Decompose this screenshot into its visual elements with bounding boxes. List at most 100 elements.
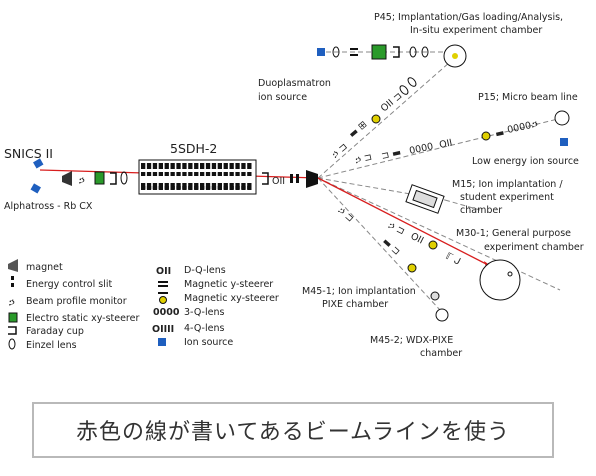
svg-text:ℾ ᒍ: ℾ ᒍ xyxy=(444,251,463,268)
accelerator-segment xyxy=(146,186,152,190)
ion-source-icon xyxy=(33,158,44,169)
label-low-energy: Low energy ion source xyxy=(472,156,579,167)
legend: ኃ magnet Energy control slit Beam profil… xyxy=(8,259,279,351)
accelerator-segment xyxy=(141,163,146,169)
svg-text:ኃ ⊐: ኃ ⊐ xyxy=(336,205,356,224)
label-m45-1: M45-1; Ion implantation xyxy=(302,286,416,297)
accelerator-segment xyxy=(158,172,163,176)
caption-text: 赤色の線が書いてあるビームラインを使う xyxy=(76,420,510,445)
faraday-cup-icon xyxy=(262,172,269,185)
magnet-icon xyxy=(62,171,72,186)
legend-beam-profile-monitor-icon: ኃ xyxy=(9,297,15,308)
svg-text:OII ⊐: OII ⊐ xyxy=(379,90,405,114)
legend-label-dq: D-Q-lens xyxy=(184,265,226,276)
label-snics: SNICS II xyxy=(4,146,53,161)
accelerator-segment xyxy=(194,186,199,190)
svg-text:▬ ⊐: ▬ ⊐ xyxy=(380,236,402,258)
accelerator-segment xyxy=(158,186,163,190)
label-m45-1-sub: PIXE chamber xyxy=(322,299,388,310)
accelerator-segment xyxy=(200,163,205,169)
label-m15: M15; Ion implantation / xyxy=(452,179,563,190)
beamline-m45 xyxy=(317,177,441,311)
legend-magnet-icon xyxy=(8,259,18,272)
label-m15-sub1: student experiment xyxy=(460,192,554,203)
svg-text:⊐ ▬: ⊐ ▬ xyxy=(380,147,402,162)
accelerator-segment xyxy=(235,172,240,176)
legend-label-4q: 4-Q-lens xyxy=(184,323,224,334)
caption-box: 赤色の線が書いてあるビームラインを使う xyxy=(32,402,554,458)
accelerator-segment xyxy=(235,163,240,169)
label-m30-sub: experiment chamber xyxy=(484,242,584,253)
accelerator-segment xyxy=(211,163,217,169)
faraday-cup-icon xyxy=(110,172,117,185)
beam-profile-monitor-icon: ኃ xyxy=(79,175,85,186)
svg-text:ኃ ⊐: ኃ ⊐ xyxy=(387,220,407,237)
ion-source-icon xyxy=(317,48,325,56)
accelerator-segment xyxy=(146,172,152,176)
accelerator-segment xyxy=(164,186,169,190)
accelerator-segment xyxy=(176,186,181,190)
accelerator-segment xyxy=(182,163,187,169)
electrostatic-steerer-icon xyxy=(371,44,387,60)
legend-ion-source-icon xyxy=(158,338,166,346)
accelerator-segment xyxy=(217,163,222,169)
legend-label-electrostatic: Electro static xy-steerer xyxy=(26,313,139,324)
faraday-cup-icon xyxy=(393,46,400,58)
magnetic-y-steerer-icon xyxy=(350,48,358,50)
accelerator-segment xyxy=(182,172,187,176)
highlighted-beamline xyxy=(39,169,495,270)
einzel-lens-icon xyxy=(409,46,417,58)
accelerator-segment xyxy=(170,163,175,169)
switching-magnet-icon xyxy=(306,170,318,188)
legend-4-q-lens-icon: OIIII xyxy=(152,324,174,335)
label-p45: P45; Implantation/Gas loading/Analysis, xyxy=(374,12,563,23)
svg-text:OII: OII xyxy=(409,231,426,247)
accelerator-segment xyxy=(205,172,211,176)
accelerator-segment xyxy=(182,186,187,190)
accelerator-segment xyxy=(188,172,193,176)
m30-chamber-icon xyxy=(479,259,521,301)
label-m15-sub2: chamber xyxy=(460,205,502,216)
accelerator-segment xyxy=(146,163,152,169)
accelerator-segment xyxy=(241,163,246,169)
label-m45-2: M45-2; WDX-PIXE xyxy=(370,335,453,346)
accelerator-segment xyxy=(164,172,169,176)
svg-text:0000: 0000 xyxy=(506,120,532,136)
accelerator-segment xyxy=(223,172,228,176)
accelerator-segment xyxy=(229,186,234,190)
accelerator-segment xyxy=(211,186,217,190)
svg-text:ኃ ⊐: ኃ ⊐ xyxy=(330,141,350,160)
legend-label-magnet: magnet xyxy=(26,262,63,273)
legend-electrostatic-steerer-icon xyxy=(8,312,18,323)
legend-label-slit: Energy control slit xyxy=(26,279,112,290)
beamline-m30-extension xyxy=(317,177,561,291)
legend-faraday-cup-icon xyxy=(8,326,17,335)
accelerator-segment xyxy=(223,163,228,169)
accelerator-segment xyxy=(200,186,205,190)
legend-d-q-lens-icon: OII xyxy=(156,266,171,277)
legend-label-mxy: Magnetic xy-steerer xyxy=(184,293,279,304)
accelerator-segment xyxy=(217,186,222,190)
legend-label-ion-source: Ion source xyxy=(184,337,233,348)
label-m30: M30-1; General purpose xyxy=(456,228,571,239)
svg-text:OII: OII xyxy=(438,137,453,150)
ion-source-icon xyxy=(560,138,568,146)
legend-3-q-lens-icon: 0000 xyxy=(153,307,180,318)
svg-text:▬ ⊞: ▬ ⊞ xyxy=(347,119,369,140)
accelerator-segment xyxy=(205,186,211,190)
accelerator-segment xyxy=(211,172,217,176)
magnetic-xy-steerer-icon xyxy=(407,263,417,273)
p45-beamline-components xyxy=(317,44,467,68)
magnetic-xy-steerer-icon xyxy=(371,114,381,124)
beamline-p15 xyxy=(317,117,563,179)
accelerator-segment xyxy=(170,186,175,190)
beamline-p45-branch xyxy=(317,61,451,179)
legend-magnetic-xy-steerer-icon xyxy=(158,292,168,294)
accelerator-segment xyxy=(141,172,146,176)
accelerator-segment xyxy=(188,186,193,190)
legend-label-einzel: Einzel lens xyxy=(26,340,77,351)
accelerator-segment xyxy=(241,172,246,176)
accelerator-segment xyxy=(141,186,146,190)
m15-chamber xyxy=(405,184,445,214)
accelerator-segment xyxy=(247,172,252,176)
